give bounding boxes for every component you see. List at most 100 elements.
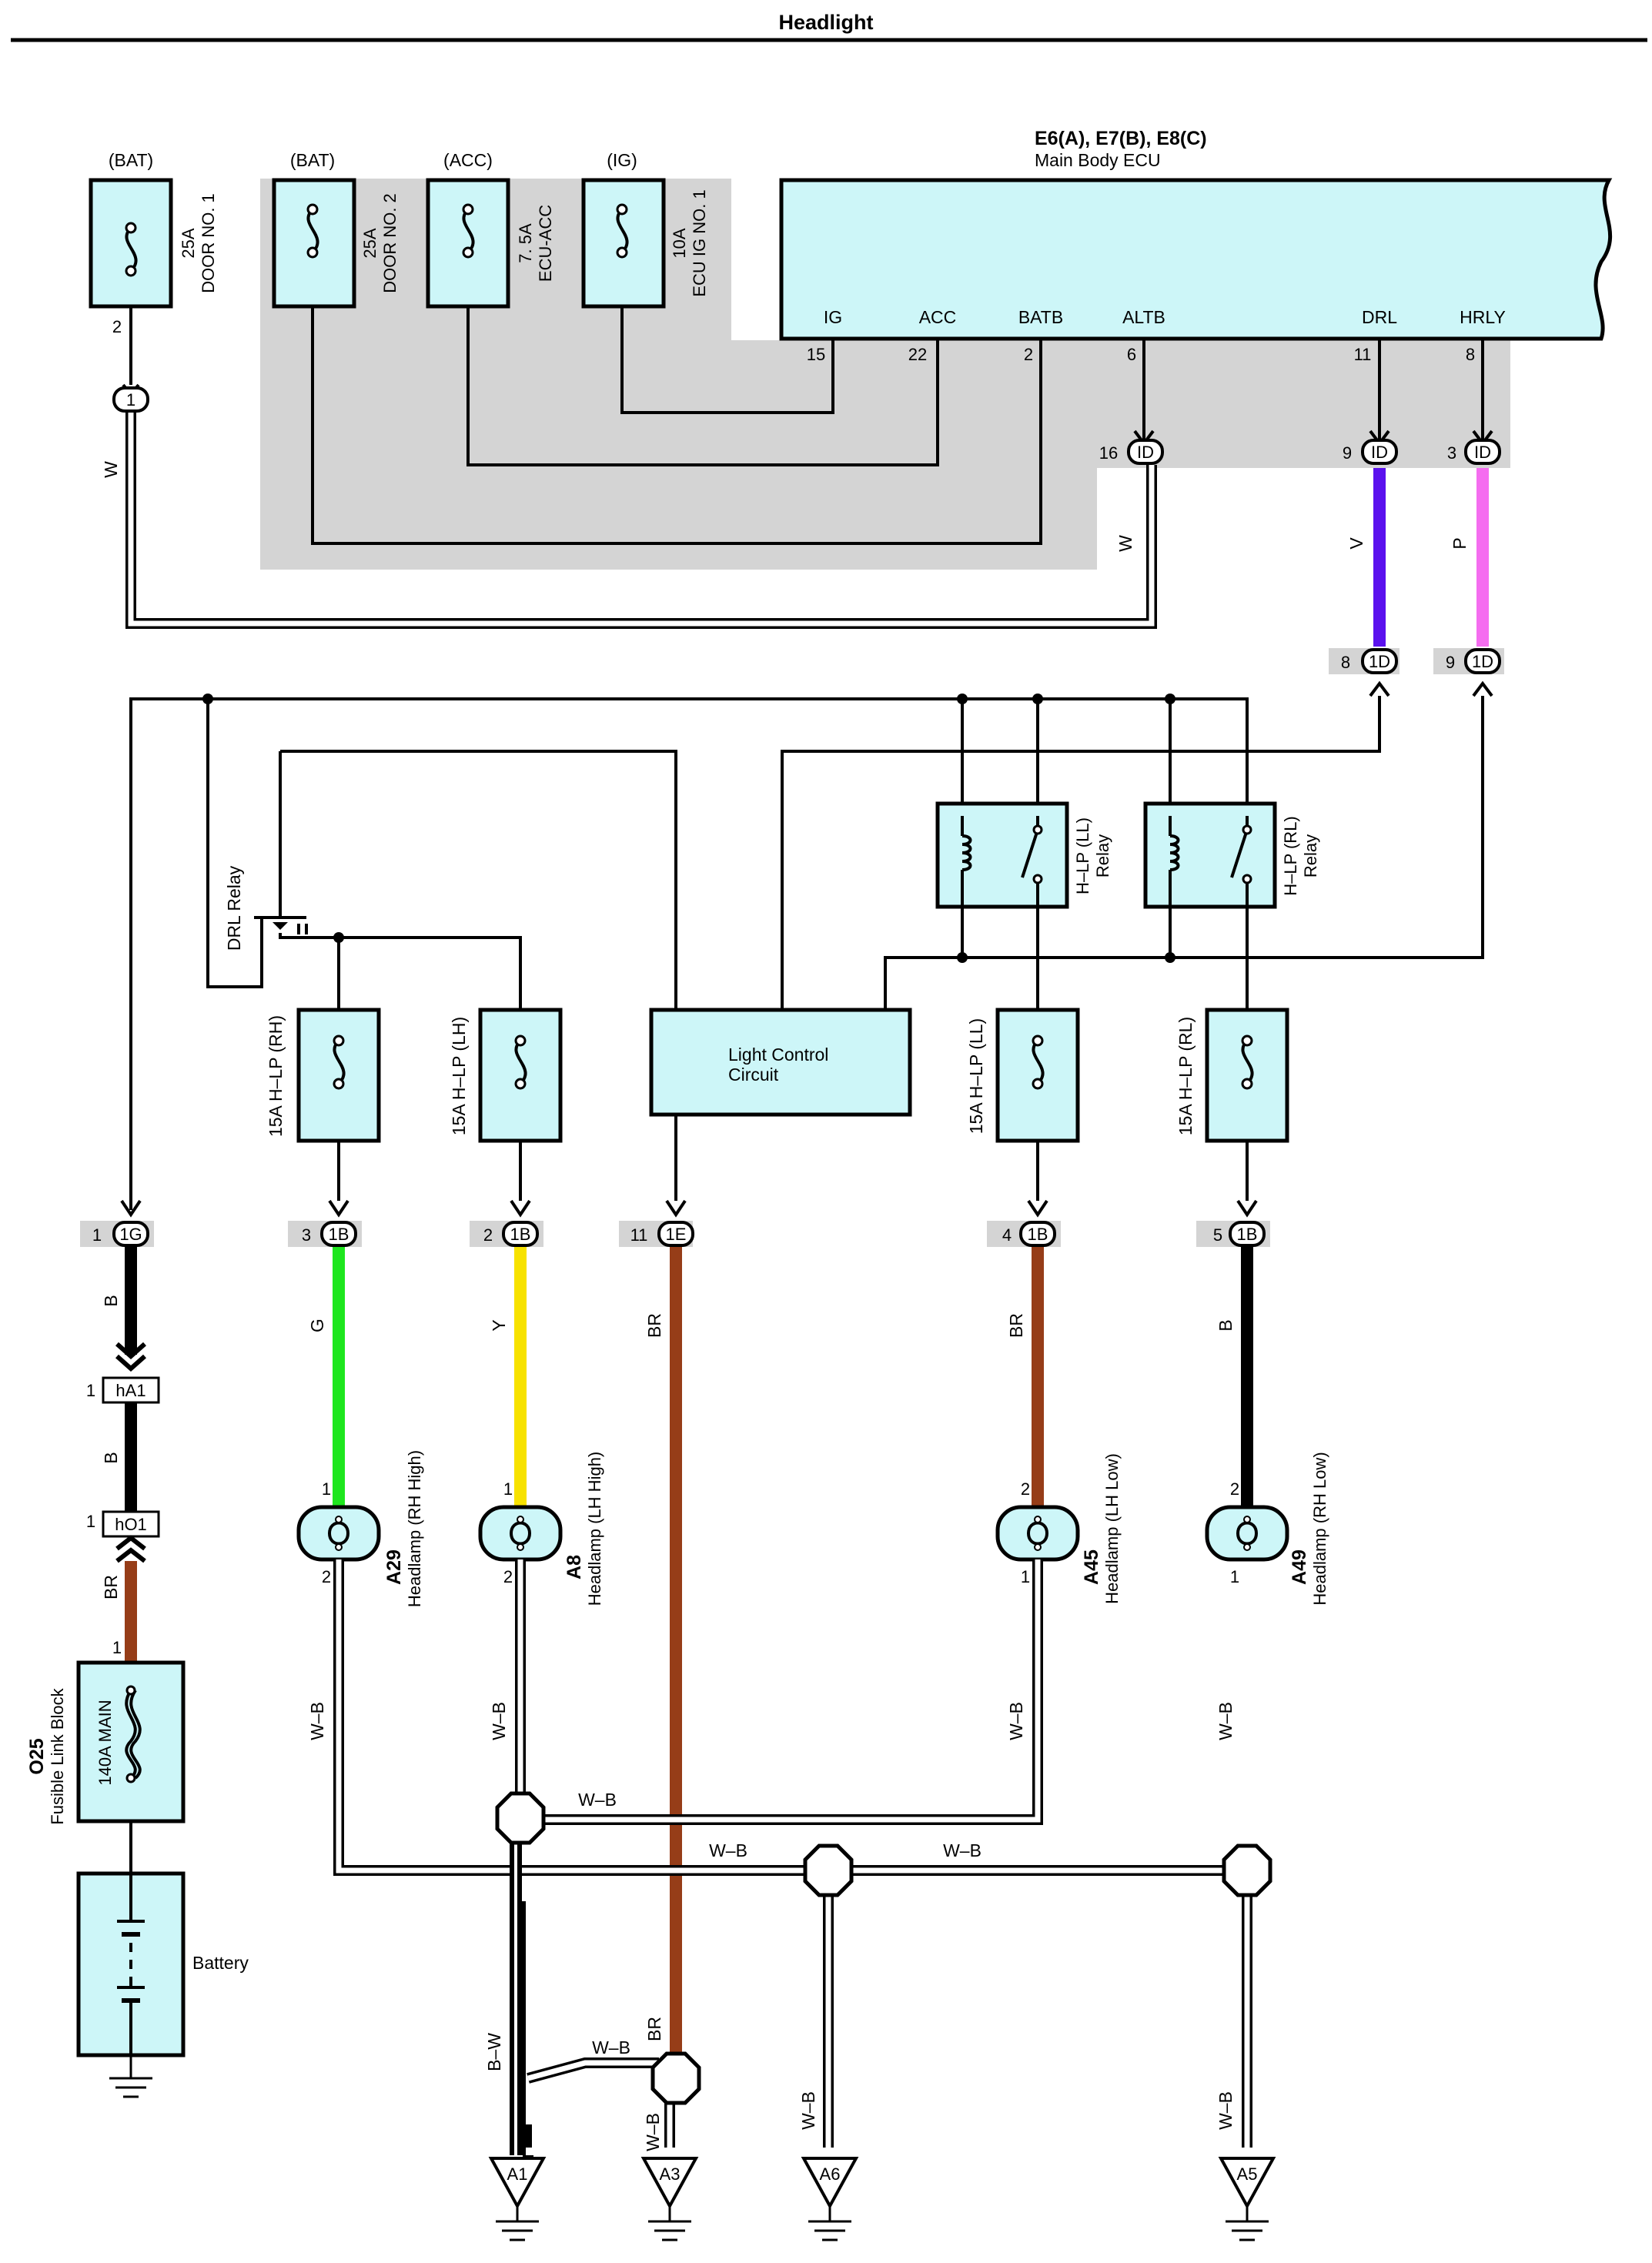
light-control-circuit: Light Control Circuit bbox=[649, 1008, 912, 1201]
main-body-ecu: E6(A), E7(B), E8(C) Main Body ECU IG ACC… bbox=[779, 128, 1613, 364]
drl-relay: DRL Relay bbox=[224, 750, 677, 1010]
svg-text:10A: 10A bbox=[670, 228, 689, 258]
svg-text:11: 11 bbox=[630, 1225, 648, 1245]
ground-wires-wb bbox=[333, 1559, 1252, 2164]
svg-text:2: 2 bbox=[1230, 1479, 1239, 1499]
svg-text:B–W: B–W bbox=[484, 2033, 504, 2071]
svg-text:1: 1 bbox=[112, 1638, 122, 1657]
svg-text:3: 3 bbox=[1447, 443, 1456, 463]
ground-battery bbox=[109, 2055, 152, 2098]
page-title: Headlight bbox=[778, 11, 873, 34]
connector-1b-5: 5 1B bbox=[1196, 1199, 1270, 1247]
fuse-h-lp-lh: 15A H–LP (LH) bbox=[449, 1008, 563, 1201]
svg-text:IG: IG bbox=[824, 307, 842, 327]
svg-text:(BAT): (BAT) bbox=[290, 150, 335, 170]
wire-acc bbox=[467, 306, 939, 466]
fuse-h-lp-rh: 15A H–LP (RH) bbox=[266, 938, 381, 1201]
svg-text:9: 9 bbox=[1343, 443, 1352, 463]
svg-text:15A H–LP (LL): 15A H–LP (LL) bbox=[966, 1018, 986, 1134]
svg-text:1: 1 bbox=[126, 390, 135, 409]
svg-text:2: 2 bbox=[322, 1567, 331, 1586]
connector-1b-2: 2 1B bbox=[470, 1199, 543, 1247]
wire-batb bbox=[311, 306, 1042, 545]
connector-1g: 1 1G bbox=[80, 1199, 154, 1247]
svg-text:1E: 1E bbox=[666, 1225, 687, 1244]
svg-text:Headlamp (LH Low): Headlamp (LH Low) bbox=[1102, 1453, 1122, 1604]
svg-text:V: V bbox=[1346, 537, 1366, 550]
svg-text:Circuit: Circuit bbox=[728, 1065, 779, 1085]
connector-1b-3: 3 1B bbox=[288, 1199, 362, 1247]
battery: Battery bbox=[76, 1871, 249, 2057]
svg-text:1: 1 bbox=[322, 1479, 331, 1499]
svg-text:2: 2 bbox=[503, 1567, 513, 1586]
svg-text:W–B: W–B bbox=[1216, 1702, 1236, 1740]
svg-text:ID: ID bbox=[1371, 443, 1388, 462]
svg-text:DOOR NO. 2: DOOR NO. 2 bbox=[380, 193, 400, 293]
svg-text:A6: A6 bbox=[820, 2164, 841, 2184]
svg-text:1B: 1B bbox=[510, 1225, 531, 1244]
ground-a3: A3 bbox=[640, 2157, 699, 2241]
svg-text:W–B: W–B bbox=[798, 2091, 818, 2130]
junction-4 bbox=[650, 2051, 701, 2105]
junction-1 bbox=[495, 1791, 546, 1845]
svg-text:140A MAIN: 140A MAIN bbox=[95, 1700, 115, 1785]
svg-text:hO1: hO1 bbox=[115, 1515, 147, 1534]
svg-text:O25: O25 bbox=[26, 1738, 48, 1774]
connector-id16: 16 ID bbox=[1098, 430, 1167, 465]
svg-text:A49: A49 bbox=[1289, 1549, 1310, 1585]
svg-text:W–B: W–B bbox=[1216, 2091, 1236, 2130]
svg-text:A3: A3 bbox=[660, 2164, 681, 2184]
svg-text:BATB: BATB bbox=[1018, 307, 1063, 327]
svg-text:2: 2 bbox=[1021, 1479, 1030, 1499]
connector-id3: 3 ID bbox=[1447, 430, 1501, 465]
shaded-region bbox=[260, 179, 1510, 570]
svg-text:H–LP (LL): H–LP (LL) bbox=[1073, 817, 1092, 894]
svg-text:B: B bbox=[101, 1452, 121, 1463]
h-lp-ll-relay: H–LP (LL) Relay bbox=[935, 801, 1112, 1010]
svg-text:1: 1 bbox=[86, 1381, 95, 1400]
ground-a1: A1 bbox=[488, 2157, 547, 2241]
svg-text:W–B: W–B bbox=[578, 1790, 617, 1810]
svg-text:Relay: Relay bbox=[1093, 834, 1112, 877]
svg-text:Headlamp (RH Low): Headlamp (RH Low) bbox=[1310, 1452, 1329, 1605]
svg-text:Headlamp (RH High): Headlamp (RH High) bbox=[405, 1450, 424, 1607]
svg-text:A45: A45 bbox=[1081, 1549, 1102, 1585]
svg-text:A5: A5 bbox=[1237, 2164, 1258, 2184]
svg-text:1D: 1D bbox=[1369, 652, 1390, 671]
svg-text:BR: BR bbox=[101, 1575, 121, 1599]
svg-text:W–B: W–B bbox=[1006, 1702, 1026, 1740]
svg-text:E6(A), E7(B), E8(C): E6(A), E7(B), E8(C) bbox=[1035, 128, 1207, 149]
svg-text:W–B: W–B bbox=[307, 1702, 327, 1740]
svg-text:5: 5 bbox=[1213, 1225, 1222, 1245]
svg-text:15A H–LP (RH): 15A H–LP (RH) bbox=[266, 1015, 286, 1137]
svg-text:B: B bbox=[1216, 1319, 1236, 1331]
connector-ho1: 1 hO1 bbox=[86, 1510, 160, 1538]
svg-text:(ACC): (ACC) bbox=[443, 150, 493, 170]
fuse-ecu-ig-no1: (IG) 10A ECU IG NO. 1 bbox=[581, 150, 709, 309]
ground-a5: A5 bbox=[1218, 2157, 1276, 2241]
svg-text:BR: BR bbox=[644, 2017, 664, 2041]
svg-text:11: 11 bbox=[1354, 345, 1372, 364]
svg-text:15A H–LP (LH): 15A H–LP (LH) bbox=[449, 1017, 469, 1135]
svg-text:25A: 25A bbox=[360, 228, 380, 258]
junction-2 bbox=[803, 1843, 854, 1897]
svg-text:1: 1 bbox=[1230, 1567, 1239, 1586]
svg-text:4: 4 bbox=[1002, 1225, 1012, 1245]
svg-text:ACC: ACC bbox=[919, 307, 957, 327]
svg-text:Relay: Relay bbox=[1301, 834, 1320, 877]
svg-text:ECU IG NO. 1: ECU IG NO. 1 bbox=[690, 189, 709, 296]
svg-text:ECU-ACC: ECU-ACC bbox=[536, 205, 555, 282]
connector-1: 1 bbox=[112, 383, 149, 413]
svg-text:Headlamp (LH High): Headlamp (LH High) bbox=[585, 1452, 604, 1606]
svg-text:22: 22 bbox=[908, 345, 927, 364]
connector-1b-4: 4 1B bbox=[987, 1199, 1061, 1247]
svg-text:1B: 1B bbox=[1028, 1225, 1048, 1244]
svg-text:DOOR NO. 1: DOOR NO. 1 bbox=[199, 193, 218, 293]
svg-text:W: W bbox=[101, 461, 121, 478]
svg-text:A29: A29 bbox=[383, 1549, 405, 1585]
svg-text:Battery: Battery bbox=[192, 1953, 249, 1973]
fuse-h-lp-ll: 15A H–LP (LL) bbox=[966, 1008, 1080, 1201]
svg-text:6: 6 bbox=[1127, 345, 1136, 364]
svg-text:15: 15 bbox=[807, 345, 825, 364]
